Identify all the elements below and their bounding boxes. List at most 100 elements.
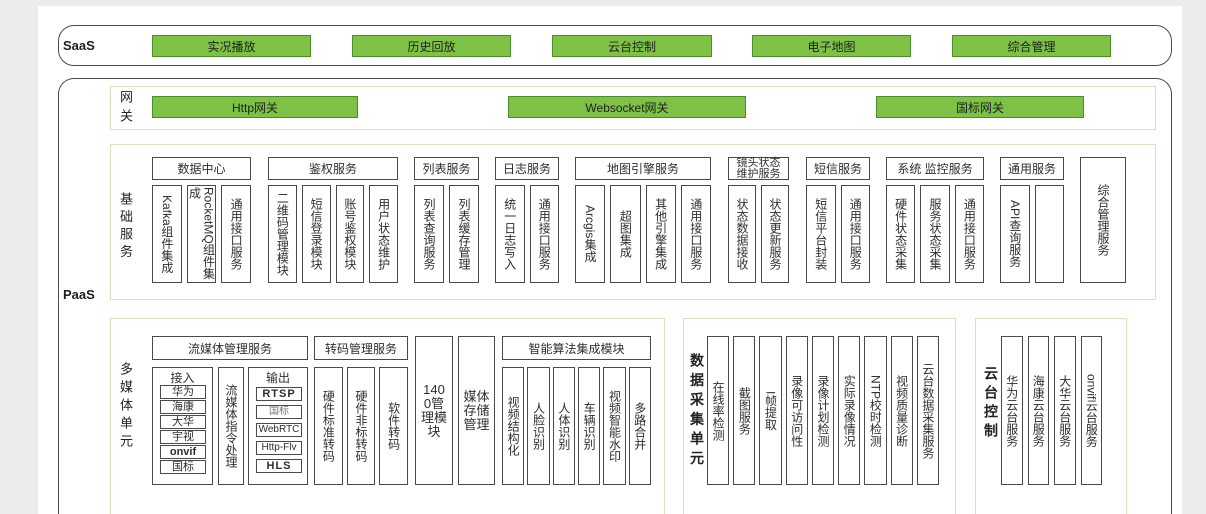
gateway-http: Http网关 bbox=[152, 96, 358, 118]
output-title: 输出 bbox=[265, 371, 290, 385]
basic-services-zone bbox=[110, 144, 1156, 300]
multimedia-unit-label: 多媒体单元 bbox=[118, 362, 133, 452]
service-status-update: 状态更新服务 bbox=[761, 185, 789, 283]
service-common-api: 通用接口服务 bbox=[529, 185, 559, 283]
service-label: 通用接口服务 bbox=[848, 198, 863, 270]
service-label: 录像计划检测 bbox=[815, 374, 830, 447]
ai-algorithm-title: 智能算法集成模块 bbox=[502, 336, 651, 360]
service-ntp-check: NTP校时检测 bbox=[864, 336, 887, 485]
output-webrtc: WebRTC bbox=[256, 423, 302, 437]
access-huawei: 华为 bbox=[160, 385, 206, 399]
service-label: 媒体存储管理 bbox=[463, 388, 490, 432]
transcode-management-title: 转码管理服务 bbox=[314, 336, 408, 360]
paas-layer-label: PaaS bbox=[63, 287, 95, 302]
access-protocols: 接入 华为 海康 大华 宇视 onvif 国标 bbox=[152, 367, 213, 485]
service-label: 统一日志写入 bbox=[502, 198, 517, 270]
service-iframe-extract: I帧提取 bbox=[759, 336, 782, 485]
output-hls: HLS bbox=[256, 459, 302, 473]
service-label: 短信登录模块 bbox=[309, 198, 324, 270]
ptz-columns: 华为云台服务 海康云台服务 大华云台服务 onvif云台服务 bbox=[1001, 336, 1102, 485]
paas-layer bbox=[58, 78, 1172, 514]
group-sms: 短信服务 短信平台封装 通用接口服务 bbox=[806, 157, 870, 283]
service-list-query: 列表查询服务 bbox=[414, 185, 444, 283]
service-label: API查询服务 bbox=[1007, 200, 1022, 268]
service-video-watermark: 视频智能水印 bbox=[603, 367, 626, 485]
service-account-auth: 账号鉴权模块 bbox=[335, 185, 365, 283]
service-label: 流媒体指令处理 bbox=[224, 384, 238, 468]
service-recording-plan-check: 录像计划检测 bbox=[811, 336, 835, 485]
data-collection-columns: 在线率检测 截图服务 I帧提取 录像可访问性 录像计划检测 实际录像情况 NTP… bbox=[707, 336, 939, 485]
group-title-sms: 短信服务 bbox=[806, 157, 870, 180]
group-columns: 列表查询服务 列表缓存管理 bbox=[414, 185, 479, 283]
service-hikvision-ptz: 海康云台服务 bbox=[1027, 336, 1049, 485]
service-label: 二维码管理模块 bbox=[275, 192, 290, 276]
service-video-structuring: 视频结构化 bbox=[502, 367, 525, 485]
group-columns: 二维码管理模块 短信登录模块 账号鉴权模块 用户状态维护 bbox=[268, 185, 398, 283]
service-software-transcode: 软件转码 bbox=[379, 367, 409, 485]
service-label: 视频质量诊断 bbox=[894, 374, 909, 447]
service-common-api: 通用接口服务 bbox=[680, 185, 711, 283]
saas-module-playback: 历史回放 bbox=[352, 35, 511, 57]
service-qrcode: 二维码管理模块 bbox=[268, 185, 297, 283]
service-label: 在线率检测 bbox=[711, 380, 726, 441]
service-vehicle-recognition: 车辆识别 bbox=[577, 367, 601, 485]
group-title-list: 列表服务 bbox=[414, 157, 479, 180]
gat1400-module: 1400管理模块 bbox=[415, 336, 453, 485]
service-label: 硬件标准转码 bbox=[321, 390, 336, 462]
service-label: 截图服务 bbox=[737, 386, 752, 435]
saas-layer-label: SaaS bbox=[63, 38, 95, 53]
service-label: NTP校时检测 bbox=[868, 374, 883, 447]
service-onvif-ptz: onvif云台服务 bbox=[1080, 336, 1102, 485]
service-label: 综合管理服务 bbox=[1096, 184, 1110, 256]
output-protocols: 输出 RTSP 国标 WebRTC Http-Flv HLS bbox=[248, 367, 308, 485]
service-label: 1400管理模块 bbox=[421, 381, 448, 439]
group-columns: Kafka组件集成 RocketMQ组件集成 通用接口服务 bbox=[152, 185, 252, 283]
group-common: 通用服务 API查询服务 bbox=[1000, 157, 1064, 283]
group-title-map-engine: 地图引擎服务 bbox=[575, 157, 711, 180]
access-dahua: 大华 bbox=[160, 415, 206, 429]
group-system-monitor: 系统 监控服务 硬件状态采集 服务状态采集 通用接口服务 bbox=[886, 157, 984, 283]
service-hw-standard-transcode: 硬件标准转码 bbox=[314, 367, 343, 485]
group-columns: API查询服务 bbox=[1000, 185, 1064, 283]
service-label: 超图集成 bbox=[618, 210, 633, 258]
service-label: 人脸识别 bbox=[531, 402, 546, 450]
service-recording-accessibility: 录像可访问性 bbox=[785, 336, 808, 485]
group-camera-status: 镜头状态维护服务 状态数据接收 状态更新服务 bbox=[728, 157, 789, 283]
service-label: 人体识别 bbox=[556, 402, 571, 450]
saas-module-ptz-control: 云台控制 bbox=[552, 35, 712, 57]
group-list: 列表服务 列表查询服务 列表缓存管理 bbox=[414, 157, 479, 283]
service-actual-recording: 实际录像情况 bbox=[838, 336, 861, 485]
multimedia-unit-zone bbox=[110, 318, 665, 514]
service-video-quality-diagnosis: 视频质量诊断 bbox=[890, 336, 913, 485]
service-label: 通用接口服务 bbox=[688, 198, 703, 270]
service-api-query: API查询服务 bbox=[1000, 185, 1030, 283]
service-snapshot: 截图服务 bbox=[733, 336, 756, 485]
service-label: 多路合并 bbox=[632, 402, 647, 450]
access-gb28181: 国标 bbox=[160, 460, 206, 474]
service-label: 列表缓存管理 bbox=[457, 198, 471, 270]
group-log: 日志服务 统一日志写入 通用接口服务 bbox=[495, 157, 559, 283]
service-label: 用户状态维护 bbox=[376, 198, 391, 270]
service-log-write: 统一日志写入 bbox=[495, 185, 525, 283]
saas-module-integrated-management: 综合管理 bbox=[952, 35, 1111, 57]
group-auth: 鉴权服务 二维码管理模块 短信登录模块 账号鉴权模块 用户状态维护 bbox=[268, 157, 398, 283]
stream-command-processing: 流媒体指令处理 bbox=[218, 367, 244, 485]
service-label: RocketMQ组件集成 bbox=[187, 187, 216, 280]
gateway-zone bbox=[110, 86, 1156, 130]
service-label: 华为云台服务 bbox=[1004, 374, 1019, 447]
service-label: I帧提取 bbox=[763, 390, 778, 431]
service-label: 视频智能水印 bbox=[607, 390, 622, 462]
service-sms-platform: 短信平台封装 bbox=[806, 185, 836, 283]
access-uniview: 宇视 bbox=[160, 430, 206, 444]
output-http-flv: Http-Flv bbox=[256, 441, 302, 455]
service-supermap: 超图集成 bbox=[610, 185, 641, 283]
service-huawei-ptz: 华为云台服务 bbox=[1001, 336, 1023, 485]
service-label: 实际录像情况 bbox=[842, 374, 857, 447]
ptz-control-zone bbox=[975, 318, 1127, 514]
service-label: Kafka组件集成 bbox=[159, 194, 174, 274]
service-empty-slot bbox=[1034, 185, 1064, 283]
service-label: 软件转码 bbox=[386, 402, 401, 450]
data-collection-zone bbox=[683, 318, 956, 514]
service-label: Arcgis集成 bbox=[583, 205, 598, 263]
service-service-status: 服务状态采集 bbox=[920, 185, 950, 283]
